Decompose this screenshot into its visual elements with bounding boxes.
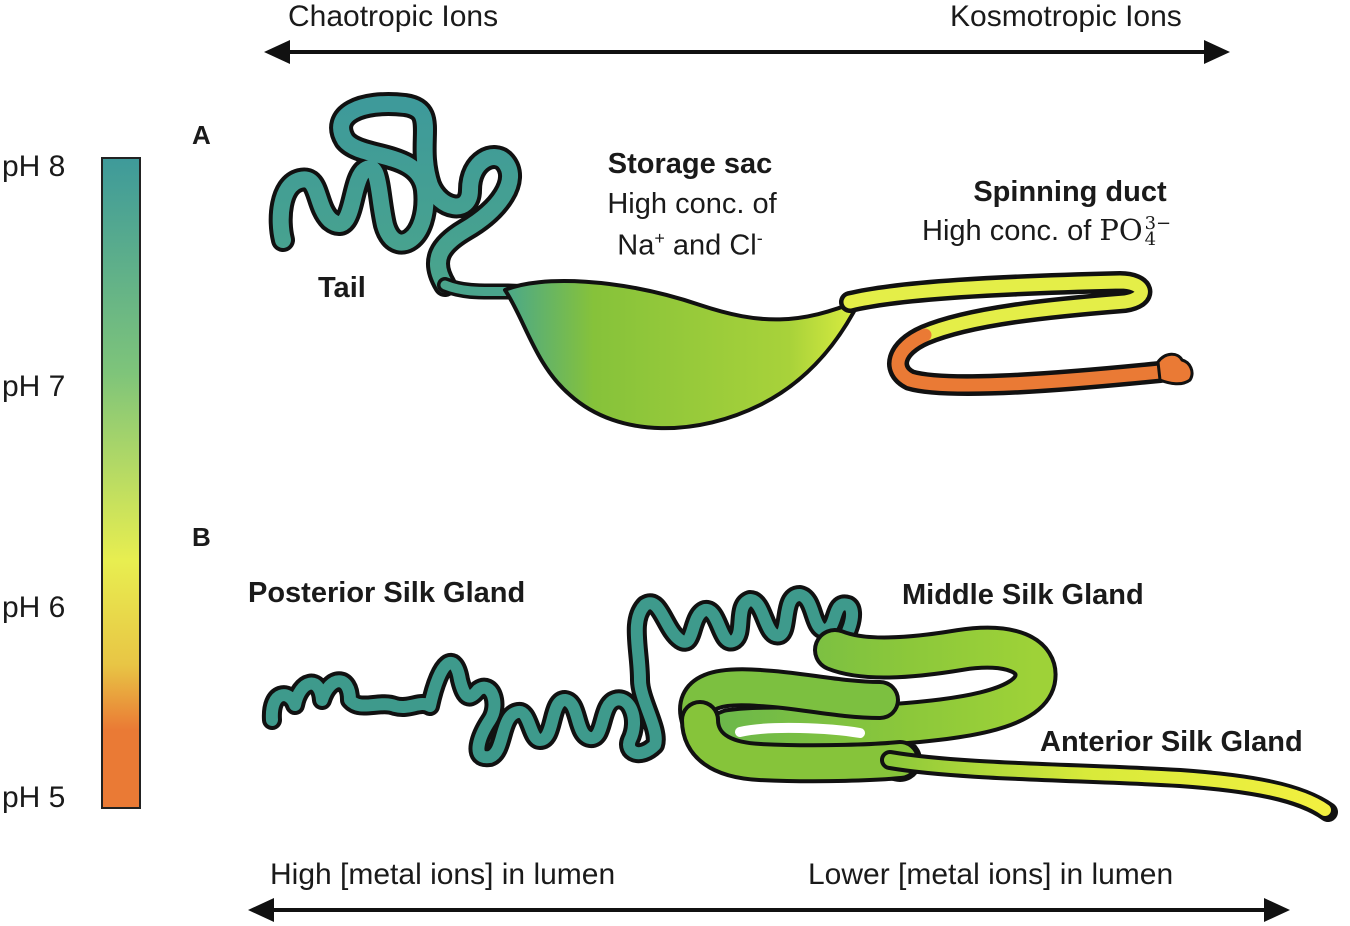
storage-sac-line1: High conc. of: [607, 188, 777, 220]
phosphate-subscript: 4: [1144, 229, 1157, 251]
phosphate-indices: 3−4: [1144, 213, 1172, 251]
tail-label: Tail: [318, 272, 366, 304]
panel-a-letter: A: [192, 120, 211, 150]
silkworm-gland: [261, 585, 1338, 822]
sodium-symbol: Na: [617, 229, 655, 262]
ph-6-label: pH 6: [2, 591, 66, 624]
anterior-silk-gland-label: Anterior Silk Gland: [1040, 726, 1303, 758]
lower-metal-ions-label: Lower [metal ions] in lumen: [808, 858, 1174, 891]
high-metal-ions-label: High [metal ions] in lumen: [270, 858, 616, 891]
phosphate-formula: PO: [1099, 213, 1143, 247]
spigot: [1156, 352, 1194, 386]
storage-sac-title: Storage sac: [607, 148, 773, 180]
chaotropic-ions-label: Chaotropic Ions: [288, 0, 499, 33]
chloride-charge: -: [756, 228, 763, 248]
top-axis-arrow: [264, 40, 1230, 64]
spinning-duct-prefix: High conc. of: [922, 215, 1100, 247]
spinning-duct-title: Spinning duct: [973, 176, 1167, 208]
panel-b-letter: B: [192, 522, 211, 552]
middle-silk-gland-label: Middle Silk Gland: [902, 579, 1144, 611]
tail-tube: [268, 92, 522, 297]
ph-color-bar: [101, 157, 141, 809]
posterior-silk-gland-tube: [261, 585, 863, 768]
storage-sac-line2: Na+ and Cl-: [617, 229, 762, 261]
ph-7-label: pH 7: [2, 370, 66, 403]
sodium-charge: +: [654, 228, 665, 248]
and-chloride-text: and Cl: [664, 229, 757, 262]
kosmotropic-ions-label: Kosmotropic Ions: [950, 0, 1182, 33]
spider-gland: [268, 92, 1194, 431]
storage-sac: [503, 279, 862, 431]
ph-5-label: pH 5: [2, 781, 66, 814]
bottom-axis-arrow: [248, 898, 1290, 922]
posterior-silk-gland-label: Posterior Silk Gland: [248, 577, 526, 609]
phosphate-charge: 3−: [1144, 213, 1172, 235]
anterior-silk-gland-tube: [884, 754, 1331, 816]
ph-8-label: pH 8: [2, 150, 66, 183]
